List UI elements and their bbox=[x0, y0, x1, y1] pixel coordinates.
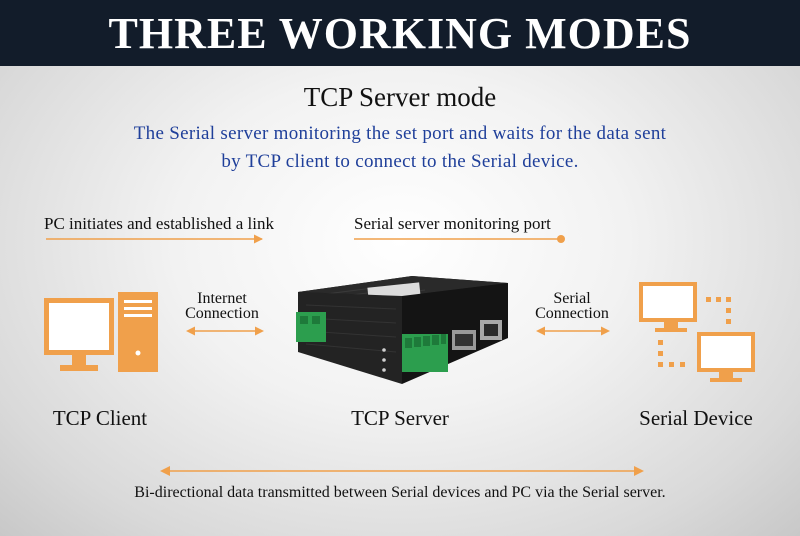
pc-link-arrow bbox=[46, 234, 263, 244]
internet-label-line1: Internet bbox=[197, 290, 247, 307]
mode-title: TCP Server mode bbox=[303, 82, 497, 112]
bidirectional-caption: Bi-directional data transmitted between … bbox=[134, 484, 666, 501]
mode-description-line2: by TCP client to connect to the Serial d… bbox=[221, 151, 579, 172]
title-banner: THREE WORKING MODES bbox=[0, 0, 800, 66]
banner-title: THREE WORKING MODES bbox=[108, 8, 692, 58]
computer-icon bbox=[44, 292, 158, 372]
serial-label-line1: Serial bbox=[553, 290, 591, 307]
internet-connection-arrow bbox=[186, 326, 264, 336]
monitor-port-line bbox=[354, 235, 565, 243]
internet-label-line2: Connection bbox=[185, 305, 259, 322]
tcp-client-caption: TCP Client bbox=[52, 406, 148, 430]
tcp-server-caption: TCP Server bbox=[351, 406, 449, 430]
serial-connection-label: Serial Connection bbox=[522, 290, 622, 322]
pc-link-label: PC initiates and established a link bbox=[44, 214, 274, 233]
serial-server-device bbox=[296, 276, 508, 384]
internet-connection-label: Internet Connection bbox=[170, 290, 274, 322]
serial-device-caption: Serial Device bbox=[639, 406, 753, 430]
serial-connection-arrow bbox=[536, 326, 610, 336]
mode-description-line1: The Serial server monitoring the set por… bbox=[133, 123, 667, 144]
serial-label-line2: Connection bbox=[535, 305, 609, 322]
monitor-port-label: Serial server monitoring port bbox=[354, 214, 551, 233]
serial-device-icon bbox=[639, 282, 755, 382]
bidirectional-arrow bbox=[160, 466, 644, 476]
